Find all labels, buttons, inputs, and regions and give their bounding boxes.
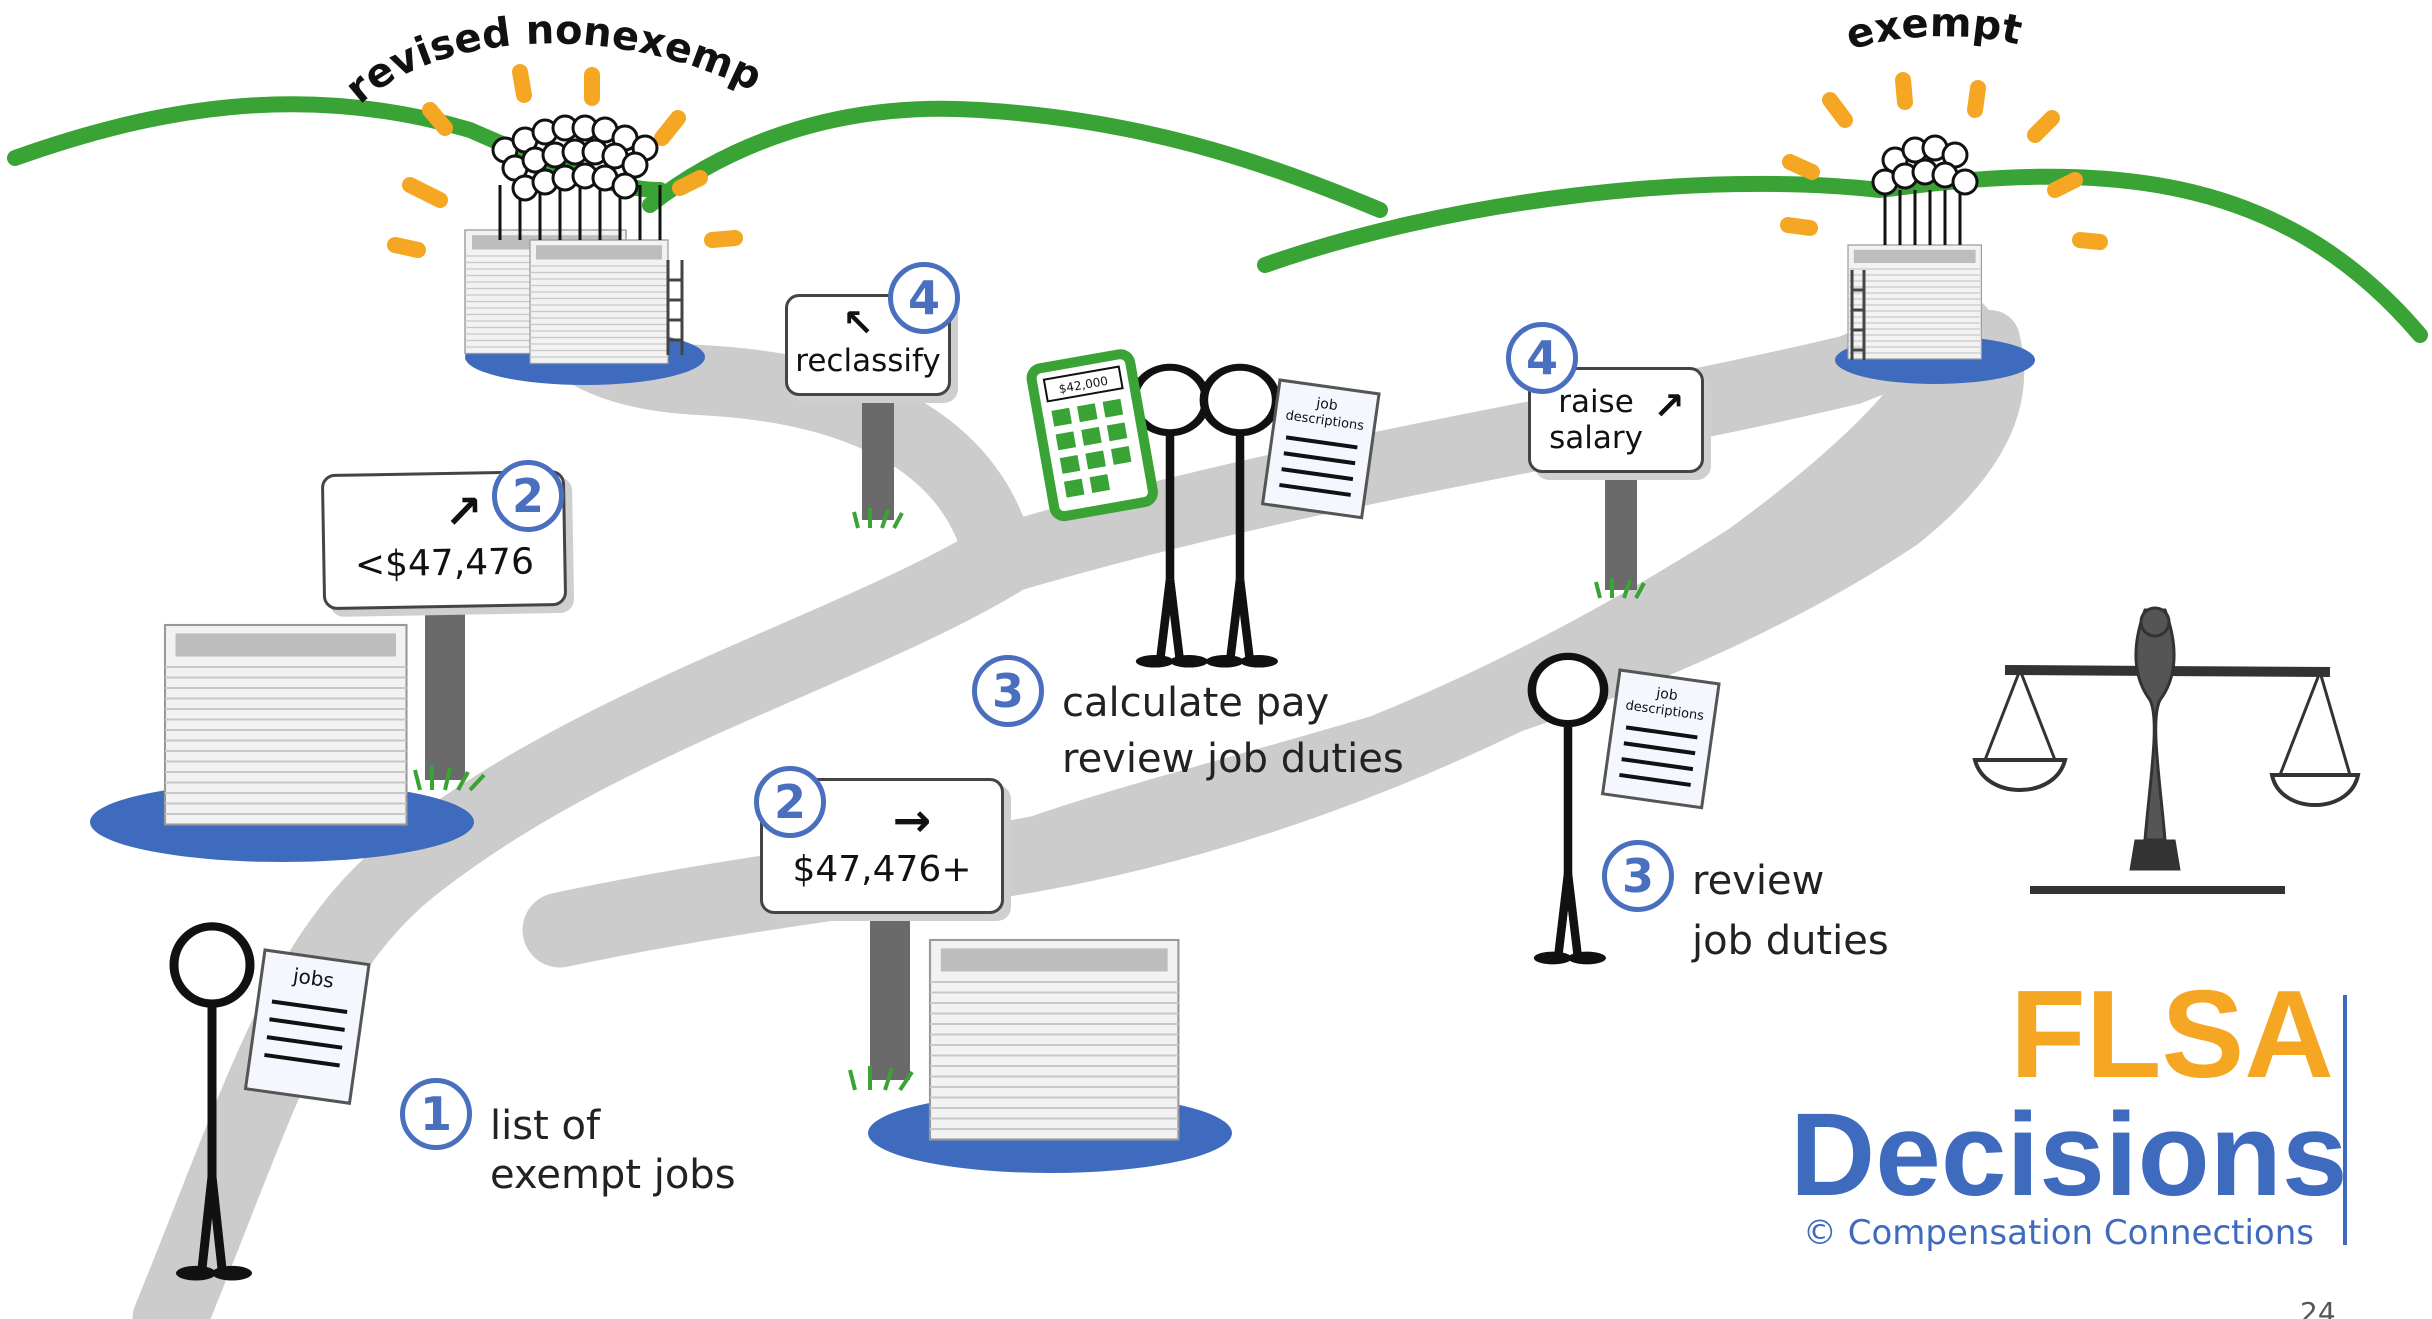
clipboard-label-jobs: jobs [291, 963, 336, 993]
sign-reclassify: ↖ reclassify [785, 294, 951, 396]
hill-label-exempt: exempt [1841, 0, 2026, 59]
caption-step1-line1: list of [490, 1103, 601, 1149]
step-marker-2-low: 2 [492, 460, 564, 532]
caption-step3-center-line2: review job duties [1062, 736, 1404, 782]
stick-figure-crowd-icon [491, 114, 1979, 245]
grass-tufts [413, 508, 1646, 1092]
clipboard-label-1a: job [1314, 395, 1338, 414]
sign-threshold-low-text: <$47,476 [354, 541, 535, 586]
clipboard-label-2a: job [1654, 685, 1678, 704]
step-marker-1: 1 [400, 1078, 472, 1150]
caption-step3-right-line1: review [1692, 858, 1825, 904]
brand-title-decisions: Decisions [1790, 1089, 2348, 1221]
caption-step1-line2: exempt jobs [490, 1152, 736, 1198]
caption-step3-center-line1: calculate pay [1062, 680, 1330, 726]
glow-rays-left [387, 64, 743, 258]
step-marker-2-high: 2 [754, 766, 826, 838]
step-marker-4-left: 4 [888, 262, 960, 334]
sign-posts [425, 395, 1637, 1080]
ladder-icon [666, 260, 1866, 360]
step-marker-3-right: 3 [1602, 840, 1674, 912]
clipboard-icon: jobs job descriptions job descriptions [243, 378, 1721, 1105]
page-number: 24 [2300, 1296, 2336, 1319]
glow-rays-right [1780, 72, 2108, 250]
sign-threshold-high-text: $47,476+ [792, 849, 972, 890]
caption-step3-right-line2: job duties [1692, 918, 1889, 964]
calculator-icon: $42,000 [1026, 349, 1158, 522]
sign-raise-salary-line1: raise [1558, 384, 1634, 420]
arrow-up-right-icon: ↗ [1653, 384, 1685, 428]
brand-copyright: © Compensation Connections [1802, 1213, 2314, 1253]
brand-divider [2343, 995, 2347, 1245]
step-marker-3-center: 3 [972, 655, 1044, 727]
balance-scale-icon [1972, 606, 2361, 894]
sign-raise-salary-line2: salary [1549, 420, 1643, 456]
brand-title-flsa: FLSA [2010, 966, 2334, 1104]
sign-reclassify-text: reclassify [795, 343, 941, 379]
hill-label-revised-nonexempt: revised nonexempt [0, 0, 769, 113]
arrow-right-icon: → [892, 793, 932, 847]
sign-raise-salary: raise salary ↗ [1528, 367, 1704, 473]
hills [7, 96, 2428, 343]
arrow-up-left-icon: ↖ [842, 301, 874, 345]
step-marker-4-right: 4 [1506, 322, 1578, 394]
